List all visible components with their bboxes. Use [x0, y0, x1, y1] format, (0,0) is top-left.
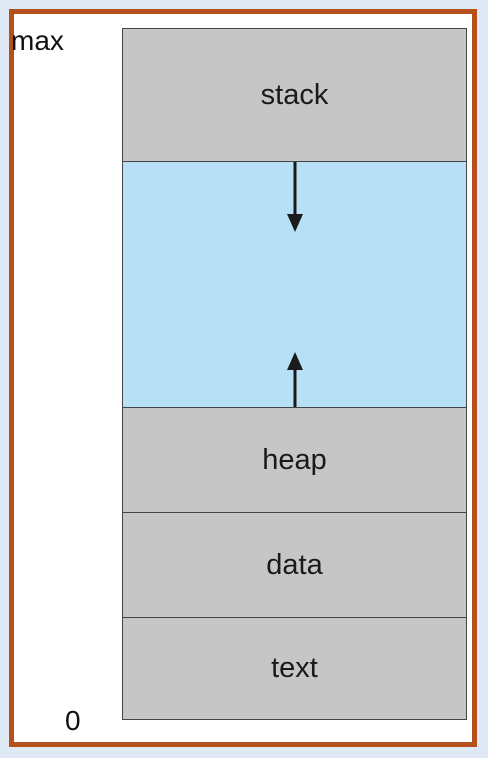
memory-layout: stack heap data text	[122, 28, 467, 720]
free-space-segment	[122, 161, 467, 408]
stack-segment-label: stack	[260, 78, 329, 111]
max-address-label: max	[11, 25, 64, 56]
data-segment: data	[122, 512, 467, 618]
zero-address-label: 0	[65, 705, 81, 736]
heap-segment-label: heap	[262, 443, 327, 476]
heap-segment: heap	[122, 407, 467, 513]
text-segment: text	[122, 617, 467, 720]
data-segment-label: data	[266, 548, 323, 581]
text-segment-label: text	[271, 652, 318, 684]
stack-segment: stack	[122, 28, 467, 162]
